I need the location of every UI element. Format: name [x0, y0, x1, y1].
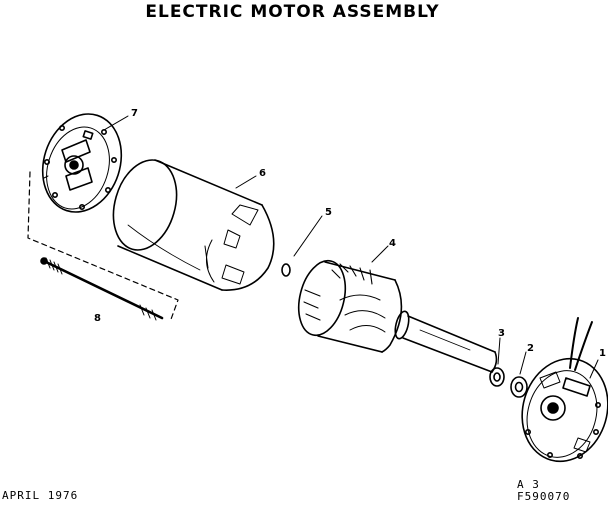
armature-4 [297, 259, 498, 373]
through-bolt-8 [40, 257, 164, 321]
leader-4 [371, 245, 389, 263]
leader-3 [497, 337, 501, 365]
end-bell-7 [41, 113, 123, 213]
washer-2 [510, 376, 528, 398]
leader-6 [235, 175, 257, 189]
leader-1 [589, 359, 599, 379]
end-bell-1 [521, 317, 608, 463]
footer-ref-line1: A 3 [517, 478, 540, 491]
leader-7 [103, 115, 129, 131]
washer-3 [489, 367, 505, 387]
callout-4: 4 [389, 238, 396, 249]
diagram-title: ELECTRIC MOTOR ASSEMBLY [145, 2, 440, 22]
callout-5: 5 [325, 207, 332, 218]
callout-2: 2 [527, 343, 534, 354]
callout-1: 1 [599, 348, 606, 359]
callout-3: 3 [498, 328, 505, 339]
callout-8: 8 [94, 313, 101, 324]
retaining-ring-5 [281, 263, 291, 277]
footer-ref-line2: F590070 [517, 490, 571, 503]
callout-6: 6 [259, 168, 266, 179]
leader-2 [519, 351, 527, 375]
leader-5 [293, 215, 323, 257]
motor-housing-6 [112, 159, 275, 291]
dashed-bracket [27, 171, 179, 323]
callout-7: 7 [131, 108, 138, 119]
footer-date: APRIL 1976 [2, 489, 79, 502]
